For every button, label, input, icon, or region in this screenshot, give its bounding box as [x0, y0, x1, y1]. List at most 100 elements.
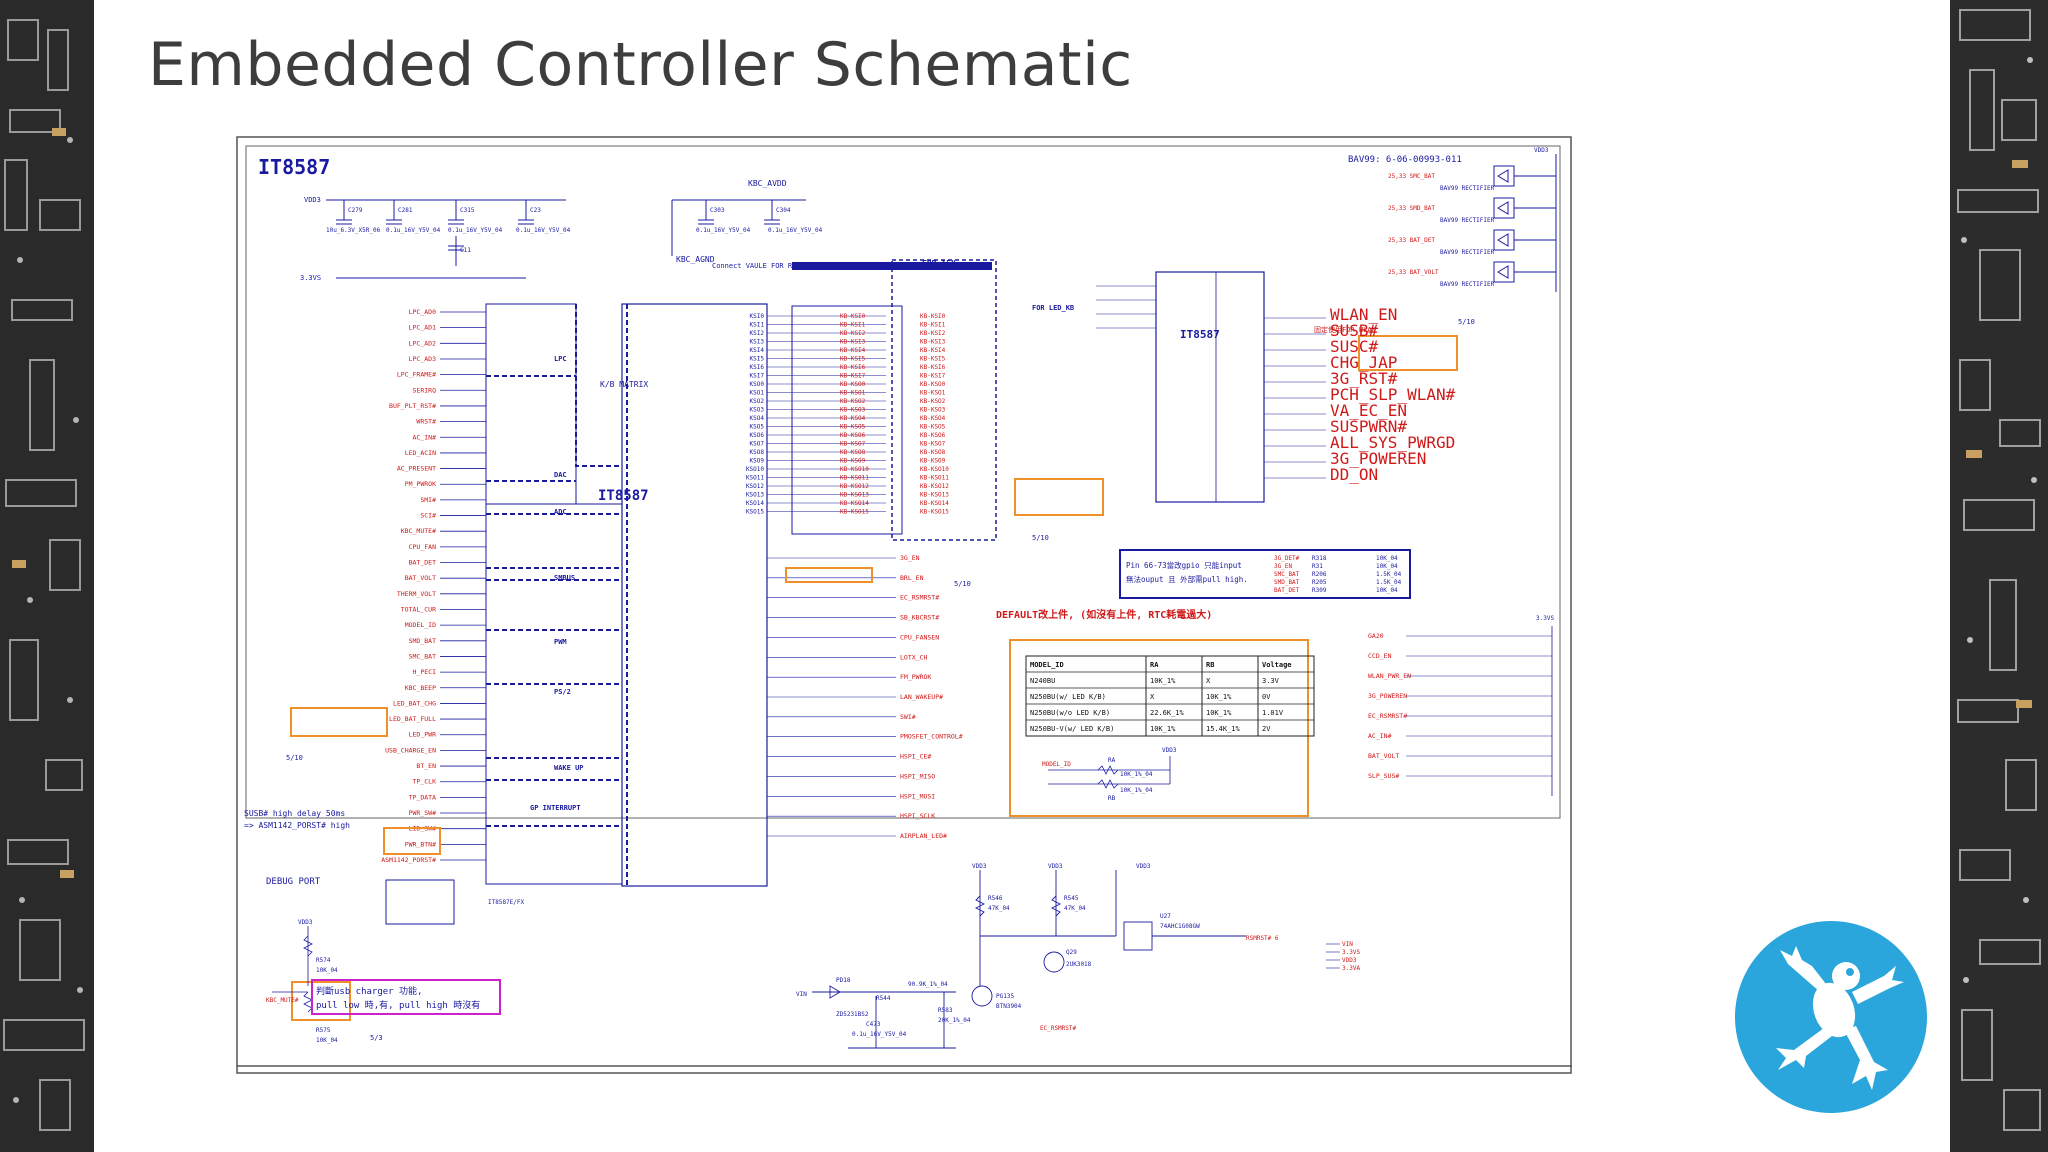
svg-text:10K_1%_04: 10K_1%_04	[1120, 771, 1153, 778]
right-net-label: PMOSFET_CONTROL#	[900, 733, 963, 741]
kb-net-label-2: KB-KSI2	[920, 330, 946, 337]
v33vs-label: 3.3VS	[300, 274, 321, 282]
right-net-label: EC_RSMRST#	[900, 594, 939, 602]
svg-text:U27: U27	[1160, 913, 1171, 920]
svg-text:RB: RB	[1108, 795, 1116, 802]
svg-text:R544: R544	[876, 995, 891, 1002]
res-net: SMD_BAT	[1274, 579, 1300, 586]
right-net-label: SWI#	[900, 713, 916, 721]
res-value: 1.5K_04	[1376, 571, 1402, 578]
kb-net-label: KB-KSI5	[840, 356, 866, 363]
right-net-labels: 3G_ENBRL_ENEC_RSMRST#SB_KBCRST#CPU_FANSE…	[767, 554, 963, 840]
left-net-label: BAT_DET	[409, 559, 436, 567]
svg-text:C11: C11	[460, 247, 471, 254]
svg-text:C303: C303	[710, 207, 725, 214]
kb-net-label-2: KB-KSO14	[920, 500, 949, 507]
svg-text:10K_04: 10K_04	[316, 967, 338, 974]
model-table-cell: 22.6K_1%	[1150, 709, 1185, 717]
right-column-net: AC_IN#	[1368, 732, 1392, 740]
right-column-net: WLAN_PWR_EN	[1368, 672, 1411, 680]
left-net-label: BUF_PLT_RST#	[389, 402, 436, 410]
kbc-avdd-label: KBC_AVDD	[748, 179, 787, 188]
left-net-label: BAT_VOLT	[405, 574, 436, 582]
kb-net-label: KB-KSI0	[840, 313, 866, 320]
kb-signal-label: KSO1	[750, 390, 765, 397]
svg-text:BAV99 RECTIFIER: BAV99 RECTIFIER	[1440, 281, 1495, 288]
res-net: BAT_DET	[1274, 587, 1300, 594]
res-value: 10K_04	[1376, 587, 1398, 594]
kb-signal-label: KSI3	[750, 339, 765, 346]
page-ref-2: 5/10	[954, 580, 971, 588]
for15-note: FOR 15"	[922, 259, 956, 268]
left-net-label: LED_ACIN	[405, 449, 436, 457]
svg-text:EC_RSMRST#: EC_RSMRST#	[1040, 1025, 1077, 1032]
res-ref: R206	[1312, 571, 1327, 578]
svg-text:25,33 SMD_BAT: 25,33 SMD_BAT	[1388, 205, 1435, 212]
svg-text:0.1u_16V_Y5V_04: 0.1u_16V_Y5V_04	[768, 227, 823, 234]
pin-note-line1: Pin 66-73當改gpio 只能input	[1126, 560, 1242, 570]
kb-net-label: KB-KSO14	[840, 500, 869, 507]
right-column-net: 3G_POWEREN	[1368, 692, 1407, 700]
kb-net-label-2: KB-KSO15	[920, 509, 949, 516]
frog-logo-icon	[1735, 921, 1927, 1113]
res-net: 3G_DET#	[1274, 555, 1300, 562]
kb-signal-label: KSO10	[746, 466, 764, 473]
section-ps2: PS/2	[554, 688, 571, 696]
section-pwm: PWM	[554, 638, 567, 646]
right-net-label: FM_PWROK	[900, 673, 931, 681]
left-net-label: AC_IN#	[413, 433, 437, 441]
svg-text:RA: RA	[1108, 757, 1116, 764]
svg-text:R575: R575	[316, 1027, 331, 1034]
kb-net-label-2: KB-KSI3	[920, 339, 946, 346]
svg-text:10u_6.3V_X5R_06: 10u_6.3V_X5R_06	[326, 227, 381, 234]
right-ic-net: SUSC#	[1330, 337, 1379, 356]
right-column-nets: GA20CCD_ENWLAN_PWR_EN3G_POWERENEC_RSMRST…	[1368, 632, 1552, 780]
left-net-label: SCI#	[420, 512, 436, 520]
model-table-cell: 1.01V	[1262, 709, 1284, 717]
svg-text:VDD3: VDD3	[298, 919, 313, 926]
kb-signal-label: KSO11	[746, 475, 764, 482]
usb-note-line1: 判斷usb charger 功能,	[316, 985, 422, 997]
usb-note-line2: pull low 時,有, pull high 時沒有	[316, 999, 480, 1011]
right-net-label: LAN_WAKEUP#	[900, 693, 943, 701]
left-net-label: H_PECI	[413, 668, 437, 676]
left-net-label: LED_PWR	[409, 731, 436, 739]
res-ref: R31	[1312, 563, 1323, 570]
kb-signal-label: KSO8	[750, 449, 765, 456]
kb-signal-label: KSO2	[750, 398, 765, 405]
for-led-kb-label: FOR LED_KB	[1032, 304, 1074, 312]
left-net-label: LPC_AD0	[409, 308, 436, 316]
right-ic-net: ALL_SYS_PWRGD	[1330, 433, 1455, 452]
right-ic-net: PCH_SLP_WLAN#	[1330, 385, 1456, 404]
svg-text:C473: C473	[866, 1021, 881, 1028]
highlight-boxes	[290, 335, 1458, 1021]
kb-connector-2	[891, 259, 997, 541]
left-net-label: SERIRQ	[413, 386, 437, 394]
svg-text:Q29: Q29	[1066, 949, 1077, 956]
kb-signal-label: KSO15	[746, 509, 764, 516]
kb-signal-label: KSO5	[750, 424, 765, 431]
kb-net-label: KB-KSO1	[840, 390, 866, 397]
ic-lower-left-block	[485, 503, 623, 885]
bav-note: BAV99: 6-06-00993-011	[1348, 155, 1462, 165]
left-net-label: SMD_BAT	[409, 637, 436, 645]
kb-net-label: KB-KSO2	[840, 398, 866, 405]
vdd3-label: VDD3	[304, 196, 321, 204]
svg-text:47K_04: 47K_04	[988, 905, 1010, 912]
kb-net-label-2: KB-KSI1	[920, 322, 946, 329]
model-divider	[1048, 756, 1171, 789]
svg-text:VDD3: VDD3	[1162, 747, 1177, 754]
kb-net-label-2: KB-KSO6	[920, 432, 946, 439]
model-table-frame	[1025, 655, 1315, 737]
left-net-label: KBC_BEEP	[405, 684, 436, 692]
chip-title-right: IT8587	[1180, 328, 1220, 341]
section-adc: ADC	[554, 508, 567, 516]
right-net-label: SB_KBCRST#	[900, 614, 939, 622]
svg-text:VDD3: VDD3	[1048, 863, 1063, 870]
left-net-label: CPU_FAN	[409, 543, 436, 551]
svg-text:0.1u_16V_Y5V_04: 0.1u_16V_Y5V_04	[852, 1031, 907, 1038]
right-net-label: BRL_EN	[900, 574, 924, 582]
svg-text:R546: R546	[988, 895, 1003, 902]
